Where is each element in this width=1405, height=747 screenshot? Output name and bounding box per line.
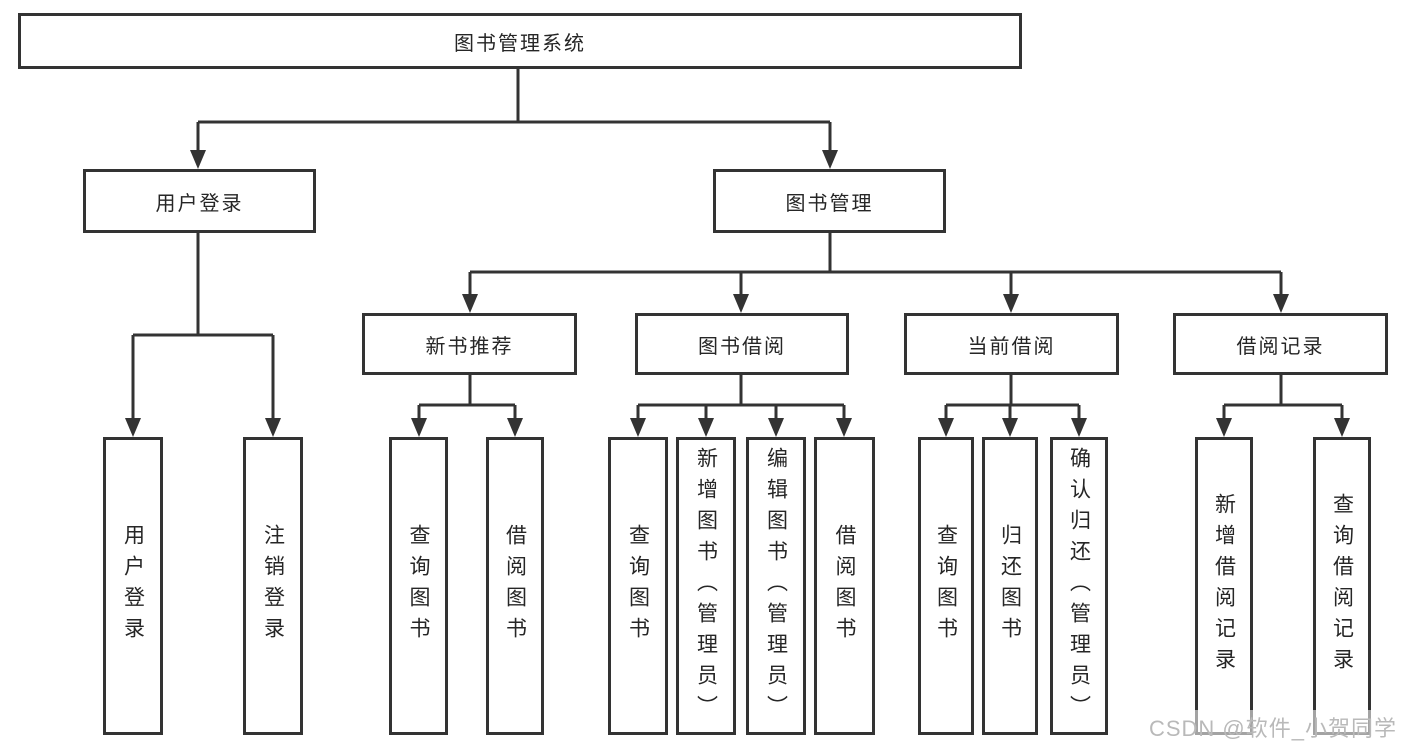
arrow-down-icon — [822, 150, 838, 169]
node-user-login: 用户登录 — [83, 169, 316, 233]
connector-userlogin-to-leaves — [131, 233, 275, 424]
connector-recommend-to-leaves — [417, 375, 517, 424]
node-label: 归还图书 — [998, 524, 1022, 648]
node-borrow-records: 借阅记录 — [1173, 313, 1388, 375]
node-new-book-recommend: 新书推荐 — [362, 313, 577, 375]
node-query-books-current: 查询图书 — [918, 437, 974, 735]
arrow-down-icon — [938, 418, 954, 437]
csdn-watermark: CSDN @软件_小贺同学 — [1146, 710, 1399, 744]
node-query-books-borrow: 查询图书 — [608, 437, 668, 735]
arrow-down-icon — [1273, 294, 1289, 313]
node-label: 借阅图书 — [833, 524, 857, 648]
node-return-book: 归还图书 — [982, 437, 1038, 735]
node-current-borrow: 当前借阅 — [904, 313, 1119, 375]
arrow-down-icon — [1003, 294, 1019, 313]
node-logout: 注销登录 — [243, 437, 303, 735]
arrow-down-icon — [768, 418, 784, 437]
arrow-down-icon — [698, 418, 714, 437]
node-login: 用户登录 — [103, 437, 163, 735]
arrow-down-icon — [1334, 418, 1350, 437]
node-add-borrow-record: 新增借阅记录 — [1195, 437, 1253, 735]
arrow-down-icon — [125, 418, 141, 437]
node-borrow-books: 借阅图书 — [814, 437, 875, 735]
node-label: 借阅记录 — [1236, 335, 1325, 358]
node-query-borrow-record: 查询借阅记录 — [1313, 437, 1371, 735]
node-library-system: 图书管理系统 — [18, 13, 1022, 69]
arrow-down-icon — [190, 150, 206, 169]
node-label: 查询图书 — [934, 524, 958, 648]
node-add-book-admin: 新增图书（管理员） — [676, 437, 736, 735]
node-book-borrow: 图书借阅 — [635, 313, 849, 375]
node-query-books-recommend: 查询图书 — [389, 437, 448, 735]
arrow-down-icon — [630, 418, 646, 437]
node-label: 图书管理 — [785, 192, 874, 215]
connector-current-to-leaves — [944, 375, 1081, 424]
connector-records-to-leaves — [1222, 375, 1344, 424]
arrow-down-icon — [462, 294, 478, 313]
node-book-management: 图书管理 — [713, 169, 946, 233]
node-label: 新增图书（管理员） — [694, 446, 718, 726]
node-label: 新书推荐 — [425, 335, 514, 358]
arrow-down-icon — [507, 418, 523, 437]
node-label: 图书借阅 — [698, 335, 786, 358]
connector-borrow-to-leaves — [636, 375, 846, 424]
node-label: 图书管理系统 — [454, 32, 586, 55]
arrowheads — [125, 150, 1350, 437]
node-label: 用户登录 — [121, 524, 145, 648]
arrow-down-icon — [265, 418, 281, 437]
node-confirm-return-admin: 确认归还（管理员） — [1050, 437, 1108, 735]
node-borrow-books-recommend: 借阅图书 — [486, 437, 544, 735]
node-label: 查询图书 — [407, 524, 431, 648]
node-label: 查询借阅记录 — [1330, 493, 1354, 679]
node-label: 查询图书 — [626, 524, 650, 648]
arrow-down-icon — [836, 418, 852, 437]
arrow-down-icon — [733, 294, 749, 313]
arrow-down-icon — [1071, 418, 1087, 437]
node-label: 编辑图书（管理员） — [764, 446, 788, 726]
arrow-down-icon — [1216, 418, 1232, 437]
arrow-down-icon — [411, 418, 427, 437]
node-edit-book-admin: 编辑图书（管理员） — [746, 437, 806, 735]
arrow-down-icon — [1002, 418, 1018, 437]
node-label: 注销登录 — [261, 524, 285, 648]
node-label: 借阅图书 — [503, 524, 527, 648]
connector-paths — [131, 69, 1344, 424]
node-label: 用户登录 — [155, 192, 244, 215]
node-label: 新增借阅记录 — [1212, 493, 1236, 679]
node-label: 当前借阅 — [967, 335, 1056, 358]
connector-bookmgmt-to-level3 — [468, 233, 1283, 300]
connector-root-to-level2 — [196, 69, 832, 155]
node-label: 确认归还（管理员） — [1067, 446, 1091, 726]
